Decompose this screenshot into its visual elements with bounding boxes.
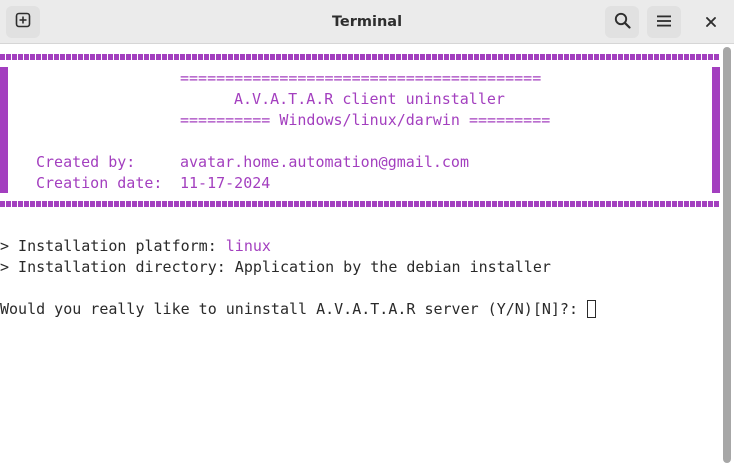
uninstall-prompt: Would you really like to uninstall A.V.A…	[0, 300, 587, 318]
banner-border-top	[0, 54, 720, 60]
text-cursor[interactable]	[587, 300, 596, 318]
scrollbar-thumb[interactable]	[723, 47, 731, 463]
hamburger-menu-icon	[656, 13, 672, 32]
menu-button[interactable]	[647, 6, 681, 38]
creation-date-label: Creation date:	[36, 174, 163, 192]
new-tab-icon	[15, 12, 31, 32]
new-tab-button[interactable]	[6, 6, 40, 38]
vertical-scrollbar[interactable]	[721, 45, 734, 467]
banner-border-right	[712, 67, 720, 193]
platform-line: > Installation platform: linux	[0, 236, 271, 257]
platform-prefix: > Installation platform:	[0, 237, 226, 255]
close-icon	[705, 13, 717, 32]
header-bar: Terminal	[0, 0, 734, 44]
search-icon	[614, 12, 631, 33]
window-title: Terminal	[331, 14, 403, 30]
uninstall-prompt-line: Would you really like to uninstall A.V.A…	[0, 299, 596, 320]
banner-border-bottom	[0, 201, 720, 207]
platform-value: linux	[225, 237, 271, 255]
search-button[interactable]	[605, 6, 639, 38]
banner-rule-top: ========================================	[180, 69, 542, 87]
creation-date-value: 11-17-2024	[180, 174, 271, 192]
created-by-label: Created by:	[36, 153, 136, 171]
banner-heading: A.V.A.T.A.R client uninstaller	[234, 90, 505, 108]
banner-border-left	[0, 67, 8, 193]
close-button[interactable]	[694, 6, 728, 38]
directory-line: > Installation directory: Application by…	[0, 258, 551, 276]
created-by-value: avatar.home.automation@gmail.com	[180, 153, 469, 171]
banner-rule-platforms: ========== Windows/linux/darwin ========…	[180, 111, 551, 129]
terminal-view[interactable]: ========================================…	[0, 45, 720, 467]
